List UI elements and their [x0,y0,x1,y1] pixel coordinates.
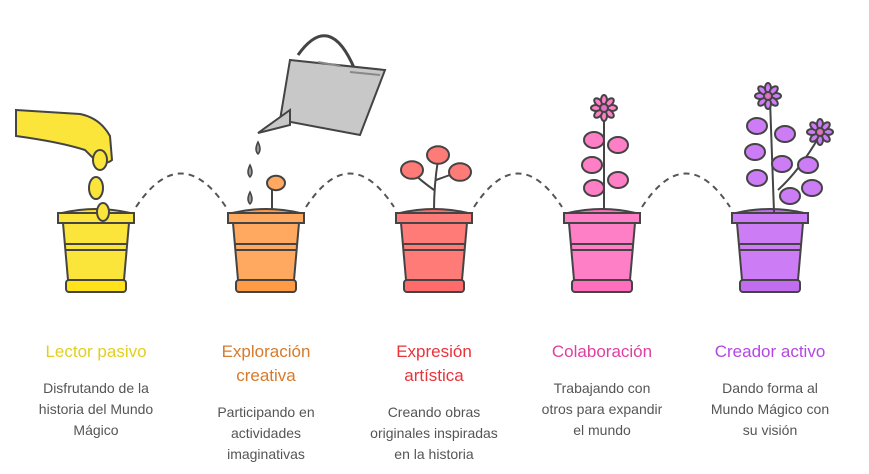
leaf [583,179,605,197]
leaf [607,136,629,154]
stage-title: Expresión artística [396,342,472,385]
leaf [746,169,768,187]
leaf [583,131,605,149]
flower-pot [731,208,809,293]
flower-icon [806,118,834,146]
stage-title: Creador activo [714,342,826,361]
flower-pot [227,208,305,293]
growth-illustration [15,34,834,293]
flower-icon [590,94,618,122]
stage-title: Exploración creativa [221,342,311,385]
stage-description: Creando obras originales inspiradas en l… [370,404,498,462]
stage-title: Lector pasivo [45,342,147,361]
flower-pot [395,208,473,293]
stage-description: Dando forma al Mundo Mágico con su visió… [710,380,830,438]
leaf [746,117,768,135]
leaf [448,162,472,182]
sprout-leaf [266,174,286,192]
leaf [581,156,603,174]
leaf [607,171,629,189]
stage-description: Trabajando con otros para expandir el mu… [541,380,663,438]
leaf [801,179,823,197]
leaf [779,187,801,205]
flower-icon [754,82,782,110]
connector-arc [305,172,395,208]
flower-pot [57,208,135,293]
watering-can-icon [257,34,387,137]
leaf [744,143,766,161]
leaf [400,160,424,180]
leaf [797,156,819,174]
leaf [426,145,450,165]
dashed-connectors [135,172,731,208]
stage-description: Participando en actividades imaginativas [217,404,315,462]
water-drops-icon [247,140,261,206]
stage-title: Colaboración [551,342,653,361]
connector-arc [641,172,731,208]
connector-arc [473,172,563,208]
seed-icon [96,202,110,222]
leaf [771,155,793,173]
connector-arc [135,172,227,208]
stage-description: Disfrutando de la historia del Mundo Mág… [38,380,154,438]
flower-pot [563,208,641,293]
hand-icon [15,108,114,200]
leaf [774,125,796,143]
